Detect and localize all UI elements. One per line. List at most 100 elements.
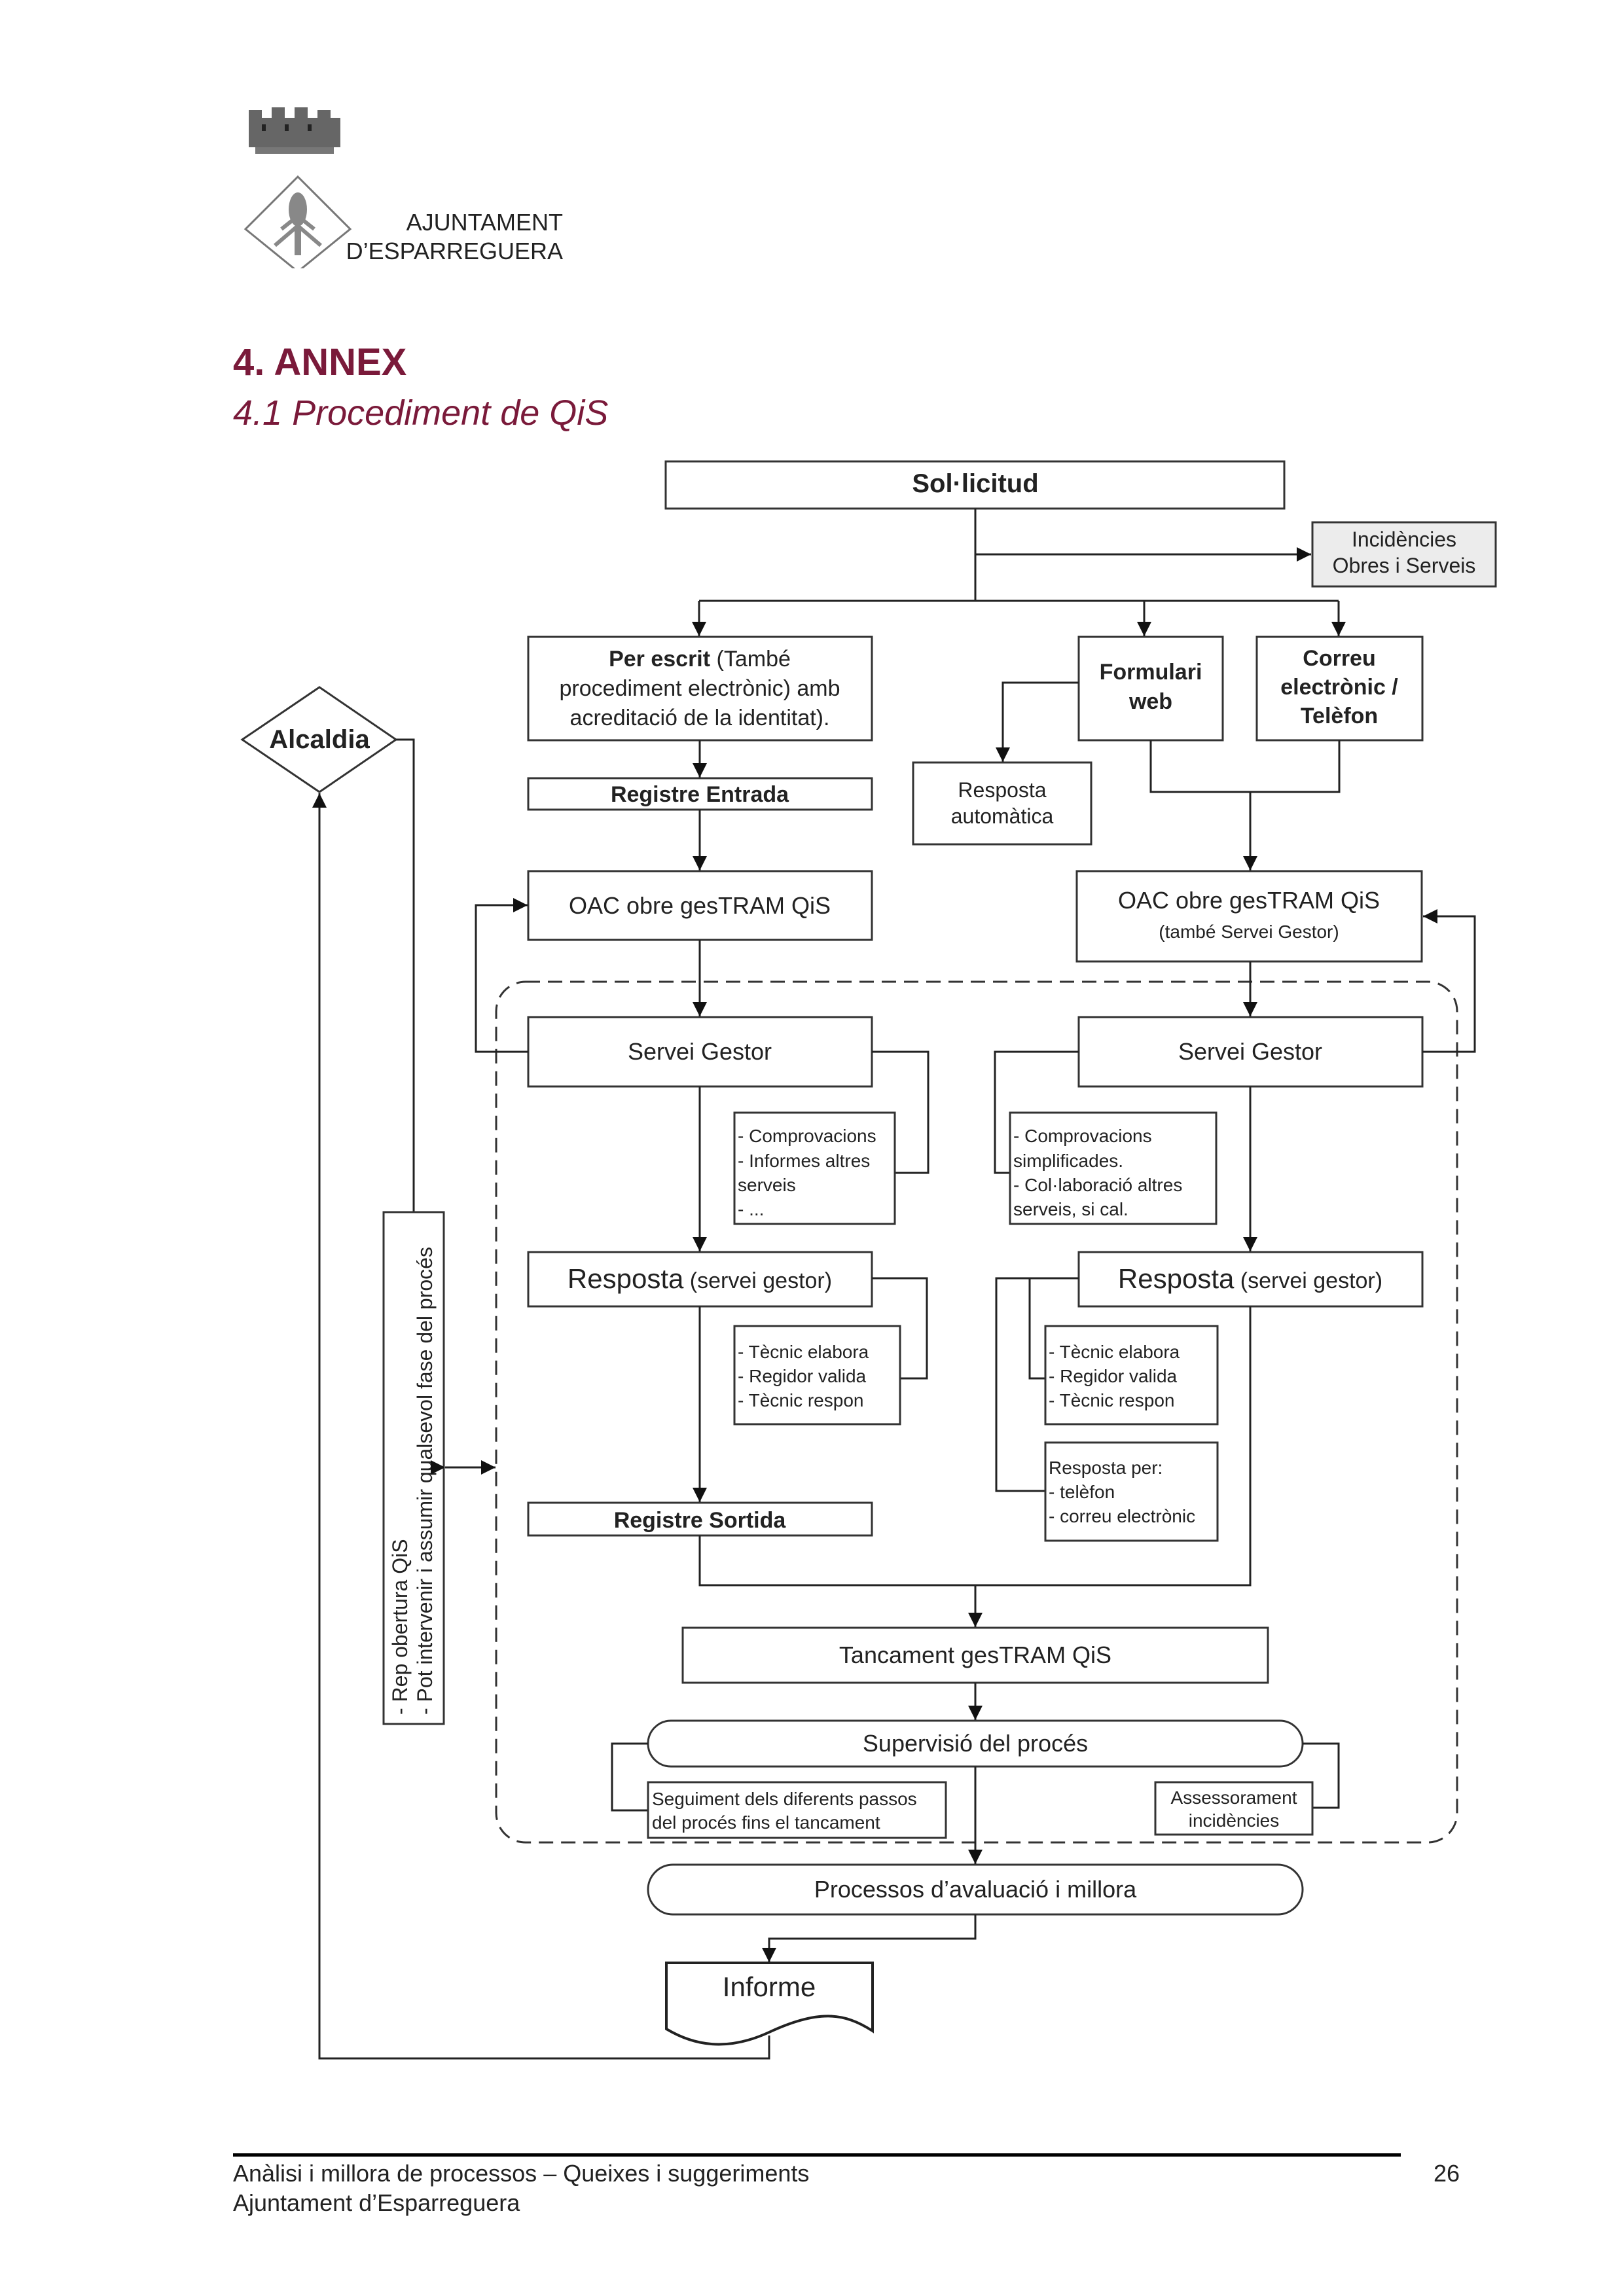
alcaldia-note-1: - Rep obertura QiS	[388, 1539, 412, 1715]
notes-comprovacions-left: - Comprovacions - Informes altres servei…	[733, 1111, 896, 1225]
incidencies-line-2: Obres i Serveis	[1333, 554, 1476, 577]
resposta-auto-line-1: Resposta	[958, 778, 1046, 802]
organization-name: AJUNTAMENT D’ESPARREGUERA	[327, 208, 563, 266]
loop-arrow-to-oac-left	[475, 898, 528, 1053]
supervisio-label: Supervisió del procés	[863, 1730, 1088, 1757]
arrow-informe-to-alcaldia	[312, 793, 770, 2060]
correu-line-2: electrònic /	[1280, 675, 1398, 700]
notes-tecnic-right: - Tècnic elabora - Regidor valida - Tècn…	[1044, 1325, 1219, 1426]
footer-divider	[233, 2153, 1401, 2157]
seguiment-box: Seguiment dels diferents passos del proc…	[647, 1781, 947, 1839]
registre-entrada-box: Registre Entrada	[527, 777, 873, 811]
note-line: Resposta per:	[1049, 1458, 1163, 1478]
servei-gestor-left-label: Servei Gestor	[628, 1038, 772, 1065]
oac-left-label: OAC obre gesTRAM QiS	[569, 892, 831, 919]
note-line: - Tècnic elabora	[738, 1342, 869, 1362]
resposta-left-box: Resposta (servei gestor)	[527, 1251, 873, 1308]
note-line: - Regidor valida	[738, 1366, 867, 1386]
connector	[995, 1277, 1079, 1492]
arrow-to-informe	[762, 1914, 977, 1962]
incidencies-line-1: Incidències	[1352, 528, 1456, 551]
section-title: 4. ANNEX	[233, 341, 407, 384]
connector	[872, 1050, 929, 1174]
informe-document: Informe	[665, 1962, 874, 2046]
subsection-title: 4.1 Procediment de QiS	[233, 393, 609, 433]
oac-right-box: OAC obre gesTRAM QiS (també Servei Gesto…	[1075, 870, 1423, 963]
notes-comprovacions-right: - Comprovacions simplificades. - Col·lab…	[1009, 1111, 1218, 1225]
note-line: serveis	[738, 1175, 796, 1195]
notes-tecnic-left: - Tècnic elabora - Regidor valida - Tècn…	[733, 1325, 901, 1426]
org-line-1: AJUNTAMENT	[406, 209, 563, 236]
formulari-web-box: Formulari web	[1077, 636, 1224, 742]
connector	[872, 1277, 928, 1380]
org-line-2: D’ESPARREGUERA	[346, 238, 563, 264]
supervisio-box: Supervisió del procés	[647, 1719, 1304, 1768]
note-line: - Comprovacions	[738, 1126, 876, 1146]
connector	[611, 1742, 648, 1812]
note-line: - Informes altres	[738, 1151, 870, 1171]
formulari-line-1: Formulari	[1100, 660, 1202, 685]
per-escrit-line-1: Per escrit (També	[609, 647, 791, 672]
correu-line-1: Correu	[1303, 646, 1375, 671]
correu-telefon-box: Correu electrònic / Telèfon	[1255, 636, 1424, 742]
resposta-auto-line-2: automàtica	[951, 804, 1054, 828]
resposta-right-label: Resposta (servei gestor)	[1118, 1263, 1382, 1294]
tancament-box: Tancament gesTRAM QiS	[681, 1626, 1269, 1684]
connector	[1303, 1742, 1340, 1809]
alcaldia-notes-box: - Rep obertura QiS - Pot intervenir i as…	[382, 1211, 445, 1725]
resposta-right-box: Resposta (servei gestor)	[1077, 1251, 1424, 1308]
note-line: - Regidor valida	[1049, 1366, 1178, 1386]
note-line: - Col·laboració altres	[1013, 1175, 1182, 1195]
note-line: - correu electrònic	[1049, 1506, 1195, 1526]
incidencies-box: Incidències Obres i Serveis	[1311, 521, 1497, 588]
crown-icon	[249, 107, 340, 154]
connector	[994, 1050, 1079, 1174]
note-line: - Comprovacions	[1013, 1126, 1152, 1146]
note-line: serveis, si cal.	[1013, 1199, 1128, 1219]
alcaldia-label: Alcaldia	[269, 725, 370, 754]
note-line: - ...	[738, 1199, 764, 1219]
oac-left-box: OAC obre gesTRAM QiS	[527, 870, 873, 941]
servei-gestor-right-label: Servei Gestor	[1178, 1038, 1322, 1065]
resposta-left-label: Resposta (servei gestor)	[568, 1263, 832, 1294]
oac-right-line-1: OAC obre gesTRAM QiS	[1118, 887, 1380, 914]
connector	[1149, 740, 1341, 793]
registre-sortida-box: Registre Sortida	[527, 1501, 873, 1537]
per-escrit-box: Per escrit (També procediment electrònic…	[527, 636, 873, 742]
note-line: simplificades.	[1013, 1151, 1123, 1171]
page-number: 26	[1434, 2160, 1460, 2187]
note-line: - Tècnic respon	[738, 1390, 863, 1410]
processos-avaluacio-box: Processos d’avaluació i millora	[647, 1863, 1304, 1916]
registre-sortida-label: Registre Sortida	[614, 1508, 787, 1533]
registre-entrada-label: Registre Entrada	[611, 782, 789, 807]
processos-label: Processos d’avaluació i millora	[814, 1876, 1137, 1903]
per-escrit-line-2: procediment electrònic) amb	[560, 676, 840, 701]
solicitud-label: Sol·licitud	[912, 469, 1038, 498]
seguiment-line-2: del procés fins el tancament	[652, 1812, 880, 1833]
arrow-to-resposta-automatica	[996, 681, 1079, 762]
note-line: - telèfon	[1049, 1482, 1115, 1502]
note-line: - Tècnic elabora	[1049, 1342, 1180, 1362]
solicitud-box: Sol·licitud	[664, 460, 1286, 510]
assessorament-box: Assessorament incidències	[1154, 1781, 1314, 1836]
oac-right-line-2: (també Servei Gestor)	[1159, 922, 1339, 942]
alcaldia-note-2: - Pot intervenir i assumir qualsevol fas…	[413, 1247, 437, 1715]
process-boundary-dashed	[495, 980, 1458, 1844]
footer-organization: Ajuntament d’Esparreguera	[233, 2189, 520, 2216]
assessorament-line-1: Assessorament	[1171, 1787, 1297, 1808]
servei-gestor-left-box: Servei Gestor	[527, 1016, 873, 1088]
shield-icon	[244, 175, 352, 268]
tancament-label: Tancament gesTRAM QiS	[839, 1641, 1111, 1668]
informe-label: Informe	[723, 1971, 816, 2002]
formulari-line-2: web	[1128, 689, 1172, 714]
per-escrit-line-3: acreditació de la identitat).	[570, 706, 830, 730]
assessorament-line-2: incidències	[1189, 1810, 1280, 1831]
loop-arrow-to-oac-right	[1422, 909, 1476, 1053]
servei-gestor-right-box: Servei Gestor	[1077, 1016, 1424, 1088]
connector	[396, 738, 415, 1212]
resposta-automatica-box: Resposta automàtica	[912, 761, 1092, 846]
note-line: - Tècnic respon	[1049, 1390, 1174, 1410]
notes-resposta-per: Resposta per: - telèfon - correu electrò…	[1044, 1441, 1219, 1542]
coat-of-arms-logo	[244, 107, 352, 268]
